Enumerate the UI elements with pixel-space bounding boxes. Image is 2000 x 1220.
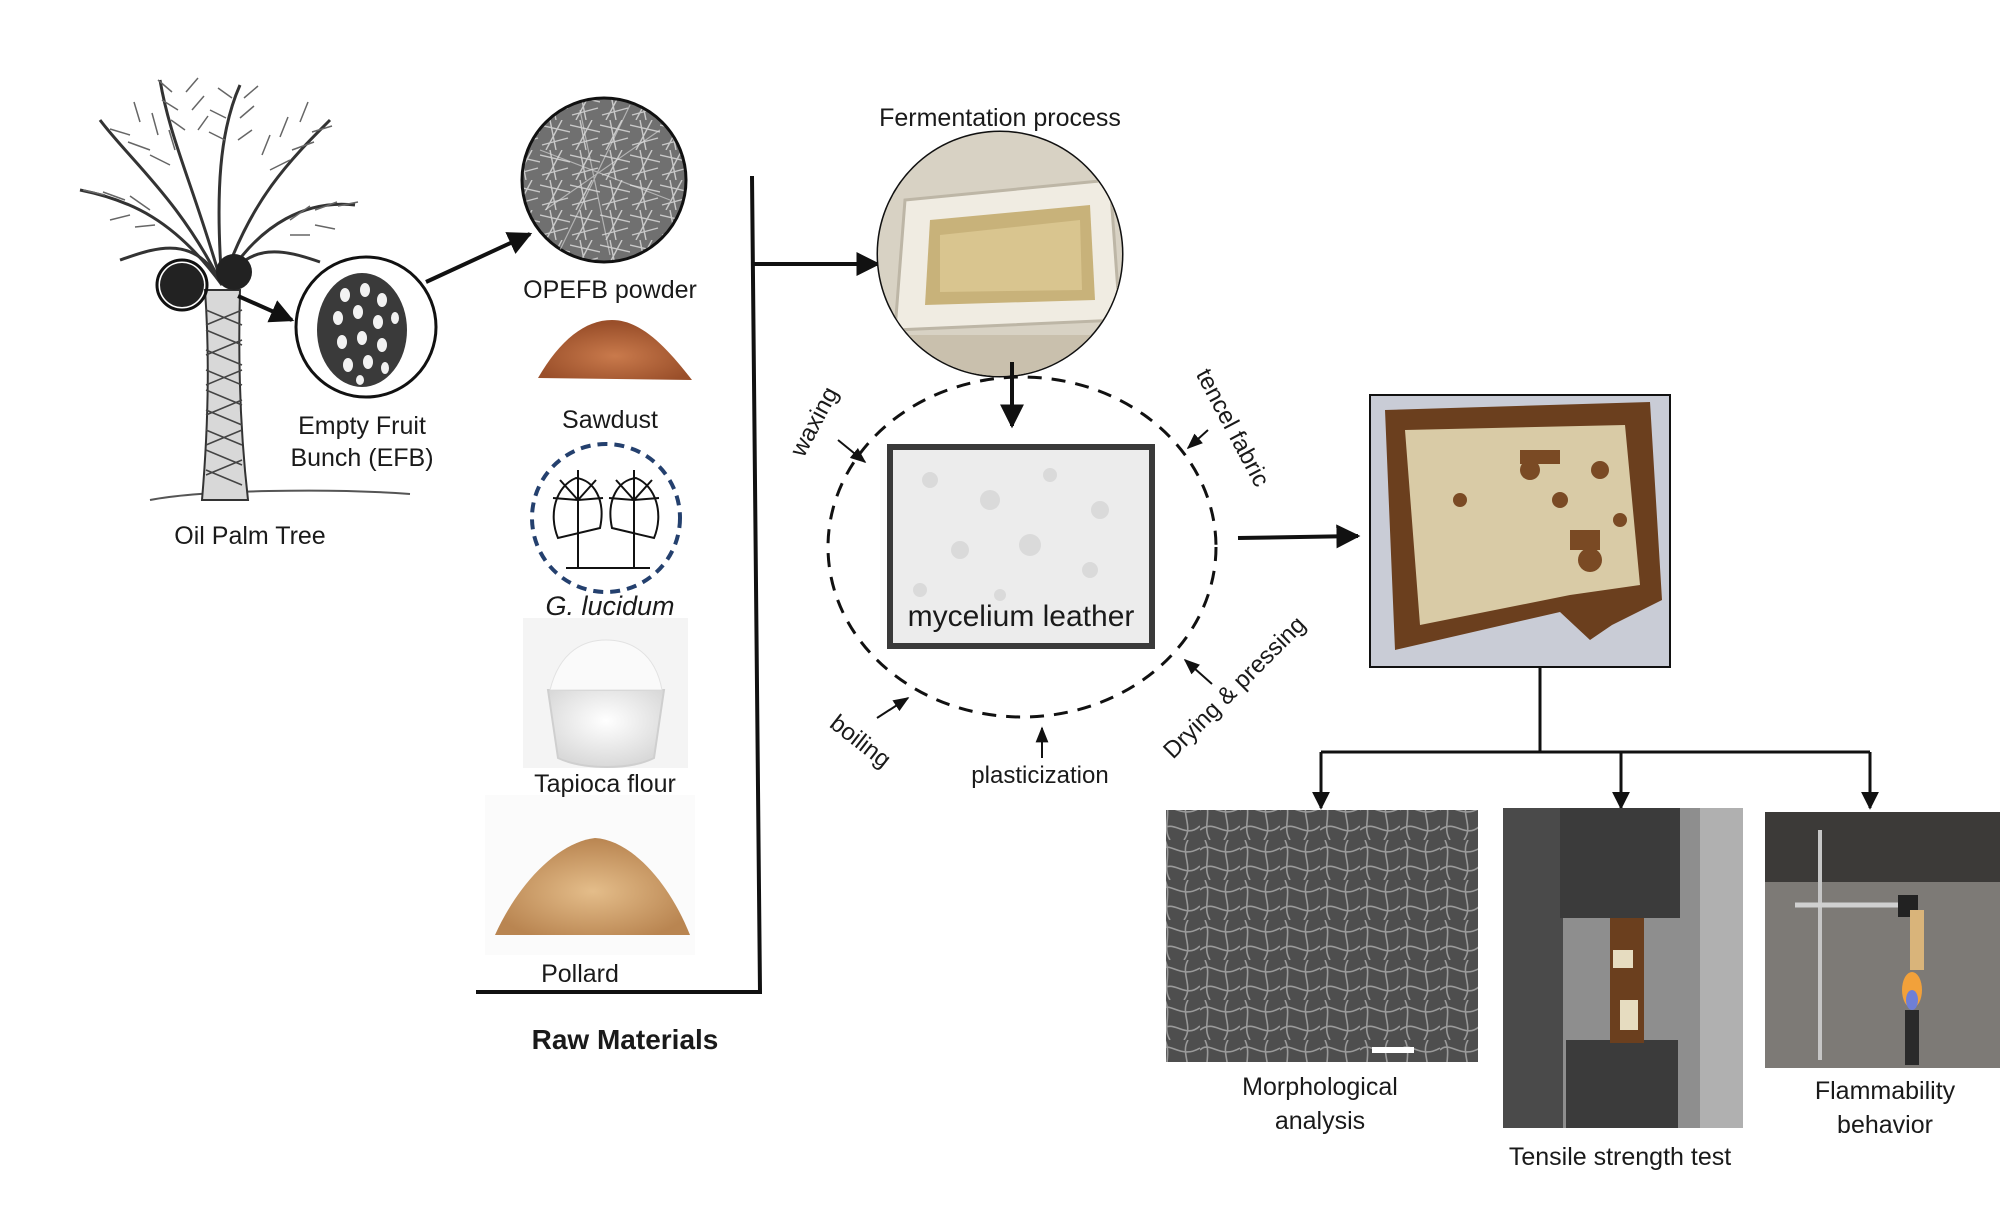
opefb-powder-label: OPEFB powder: [523, 276, 697, 304]
process-cycle: [826, 375, 1218, 719]
arrow-drying-pressing: [1183, 658, 1213, 685]
arrow-to-final-leather: [1237, 524, 1361, 549]
arrow-efb-to-opefb: [425, 232, 533, 284]
tapioca-flour-label: Tapioca flour: [534, 770, 676, 798]
efb-image: [294, 255, 438, 399]
morphological-label-line2: analysis: [1274, 1107, 1366, 1135]
arrow-tree-to-efb: [237, 294, 295, 323]
tapioca-flour-image: [523, 618, 688, 768]
analysis-branches: [1321, 667, 1870, 754]
fermentation-process-label: Fermentation process: [879, 104, 1121, 132]
leather-sample-image: [1369, 394, 1671, 668]
arrow-tencel: [1186, 429, 1209, 450]
pollard-image: [485, 795, 695, 955]
oil-palm-tree-label: Oil Palm Tree: [174, 522, 326, 550]
oil-palm-tree-illustration: [79, 77, 411, 501]
efb-label-line1: Empty Fruit: [298, 412, 426, 440]
scale-bar: [1372, 1047, 1414, 1053]
flammability-test-image: [1765, 812, 2000, 1068]
efb-label-line2: Bunch (EFB): [290, 444, 434, 472]
raw-materials-heading: Raw Materials: [531, 1024, 719, 1055]
arrow-waxing: [837, 439, 867, 464]
sawdust-label: Sawdust: [562, 406, 658, 434]
sem-micrograph-image: [1166, 810, 1478, 1062]
tensile-test-image: [1503, 808, 1743, 1128]
sawdust-image: [538, 320, 692, 380]
g-lucidum-illustration: [530, 442, 682, 594]
arrow-boiling: [876, 697, 910, 719]
flammability-label-line1: Flammability: [1814, 1077, 1956, 1105]
raw-materials-bracket: [476, 175, 763, 994]
mycelium-leather-image: [887, 444, 1155, 649]
step-plasticization: plasticization: [971, 762, 1109, 789]
opefb-powder-image: [520, 96, 688, 264]
pollard-label: Pollard: [541, 960, 619, 988]
g-lucidum-label: G. lucidum: [545, 591, 675, 621]
mycelium-leather-label: mycelium leather: [907, 600, 1135, 633]
flammability-label-line2: behavior: [1837, 1111, 1933, 1139]
tensile-strength-label: Tensile strength test: [1508, 1143, 1732, 1171]
fermentation-image: [876, 130, 1124, 378]
morphological-label-line1: Morphological: [1242, 1073, 1398, 1101]
